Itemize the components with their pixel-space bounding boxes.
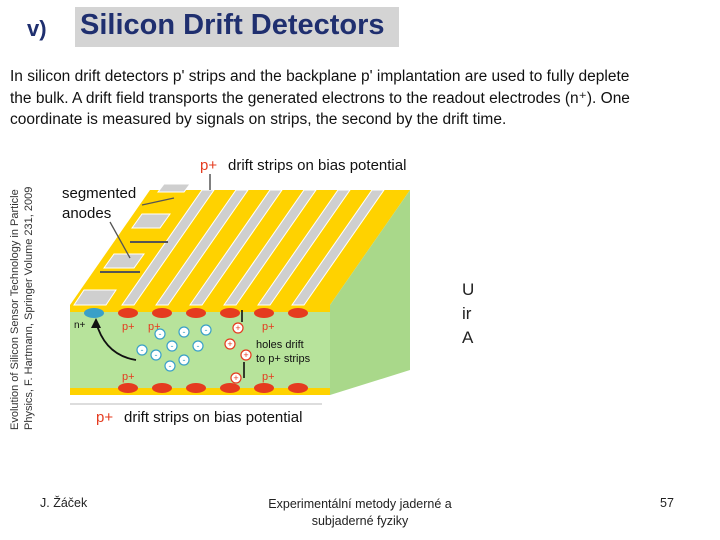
- p-plus-label-bottom: p+: [96, 409, 113, 426]
- holes-label-1: holes drift: [256, 339, 304, 351]
- p-plus-label: p+: [122, 371, 135, 383]
- p-plus-label: p+: [262, 371, 275, 383]
- anodes-label-2: anodes: [62, 205, 111, 222]
- footer-course: Experimentální metody jaderné a subjader…: [240, 496, 480, 530]
- footer-course-line-1: Experimentální metody jaderné a: [268, 497, 452, 511]
- hole-mark: +: [235, 323, 240, 333]
- source-citation: Evolution of Silicon Sensor Technology i…: [8, 160, 42, 430]
- electron-mark: -: [197, 341, 200, 351]
- clipped-line: A: [462, 328, 474, 347]
- slide-title-text: Silicon Drift Detectors: [80, 9, 385, 41]
- p-implants-bottom: [118, 383, 308, 393]
- top-strips-label: drift strips on bias potential: [228, 157, 406, 174]
- footer-course-line-2: subjaderné fyziky: [311, 514, 409, 528]
- body-text: In silicon drift detectors p' strips and…: [10, 68, 630, 128]
- slide-title: Silicon Drift Detectors: [75, 7, 399, 47]
- electron-mark: -: [155, 350, 158, 360]
- holes: [224, 322, 252, 384]
- hole-mark: +: [243, 350, 248, 360]
- holes-label-2: to p+ strips: [256, 353, 311, 365]
- drift-strips-top: [121, 189, 385, 306]
- bottom-strips-label: drift strips on bias potential: [124, 409, 302, 426]
- electron-mark: -: [205, 325, 208, 335]
- source-line-2: Physics, F. Hartmann, Springer Volume 23…: [23, 186, 35, 430]
- n-plus-implant: [84, 308, 104, 318]
- footer-author: J. Žáček: [40, 496, 88, 510]
- clipped-line: ir: [462, 304, 472, 323]
- p-plus-label: p+: [122, 321, 135, 333]
- hole-mark: +: [233, 373, 238, 383]
- source-line-1: Evolution of Silicon Sensor Technology i…: [9, 189, 21, 430]
- slide-number-label: v): [27, 16, 47, 41]
- hole-mark: +: [227, 339, 232, 349]
- clipped-line: U: [462, 280, 475, 299]
- p-plus-label-top: p+: [200, 157, 217, 174]
- drift-detector-diagram: - - - - - - - - - + + + + p+ drift strip…: [62, 157, 410, 426]
- electron-mark: -: [141, 345, 144, 355]
- electron-mark: -: [183, 327, 186, 337]
- footer-page-number: 57: [660, 496, 674, 510]
- electron-mark: -: [169, 361, 172, 371]
- p-plus-label: p+: [148, 321, 161, 333]
- electron-mark: -: [159, 329, 162, 339]
- clipped-side-text: U ir A: [462, 278, 482, 350]
- segmented-anodes: [73, 183, 191, 306]
- anodes-label-1: segmented: [62, 185, 136, 202]
- detector-side-face: [330, 190, 410, 395]
- p-implants-top: [118, 308, 308, 318]
- electron-mark: -: [171, 341, 174, 351]
- p-plus-label: p+: [262, 321, 275, 333]
- electrons: [136, 324, 212, 372]
- electron-mark: -: [183, 355, 186, 365]
- n-plus-label: n+: [74, 320, 86, 331]
